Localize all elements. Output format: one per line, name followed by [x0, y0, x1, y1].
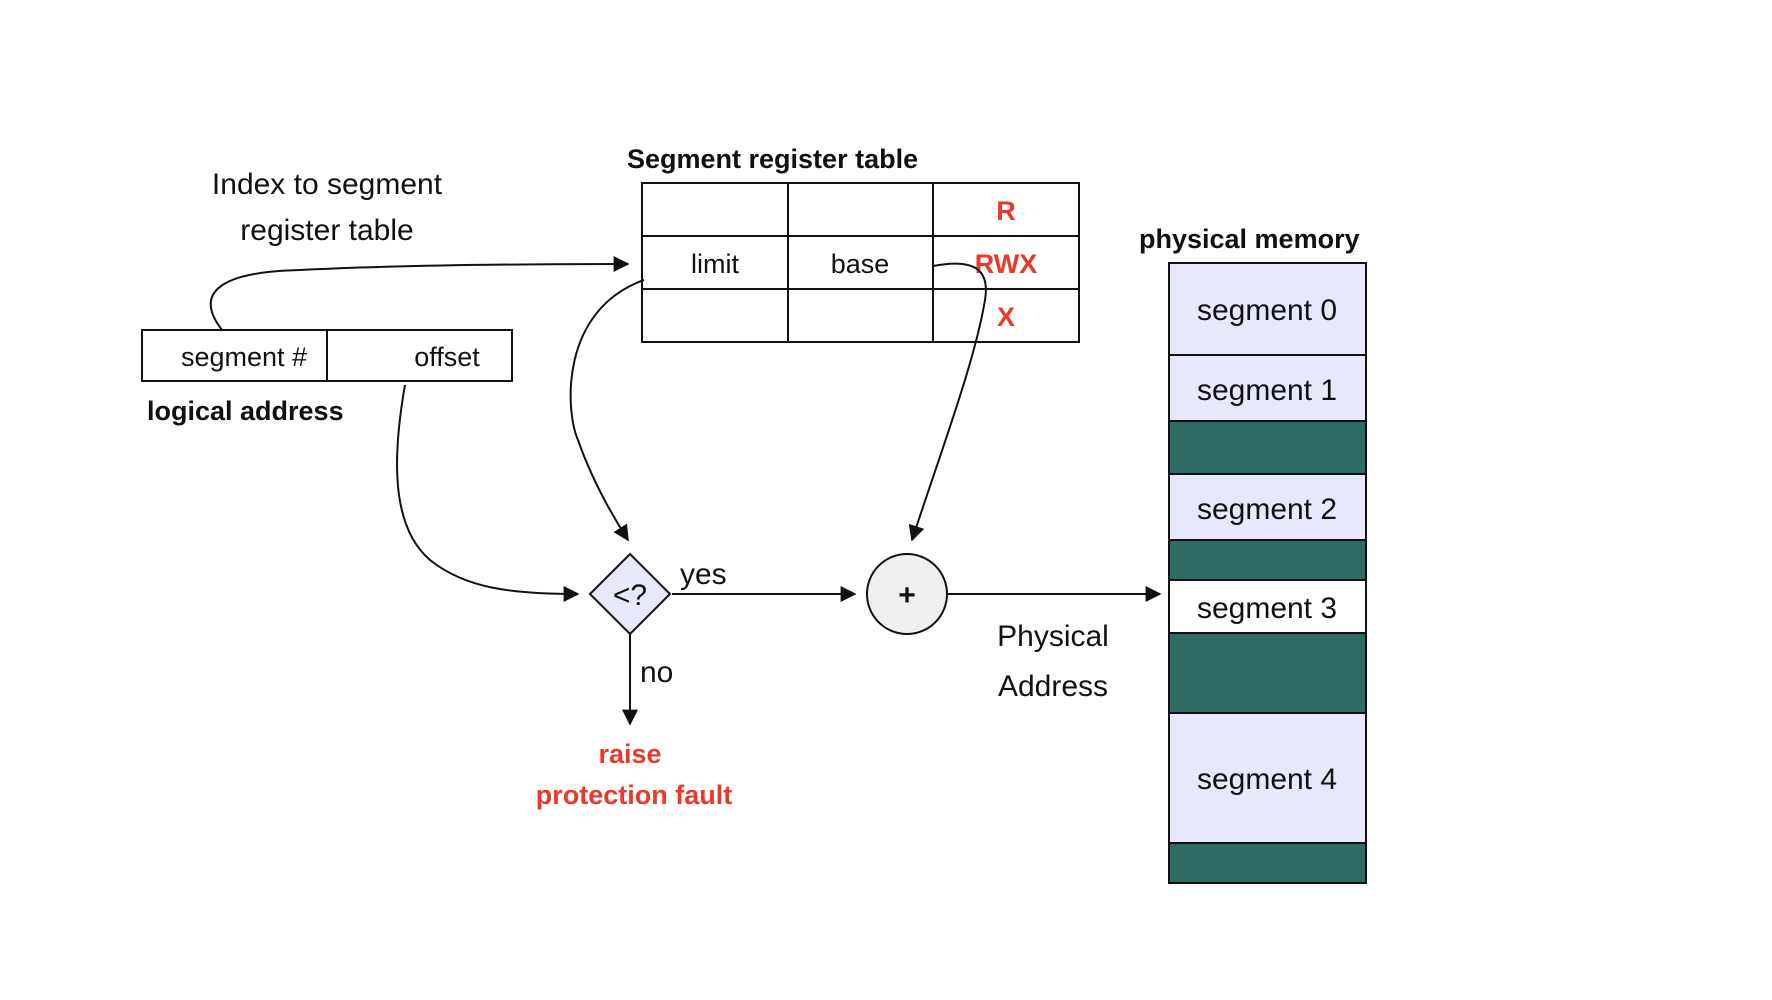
index-arrow [209, 256, 630, 331]
memory-block-segment-0 [1168, 262, 1367, 356]
memory-label-segment-4: segment 4 [1197, 763, 1337, 796]
compare-symbol: <? [613, 579, 647, 612]
memory-block: segment 3 [1168, 579, 1367, 634]
seg-table-base-text: base [831, 249, 890, 279]
memory-block: segment 1 [1168, 354, 1367, 422]
compare-node: <? [588, 552, 672, 636]
seg-table-r2-limit [641, 288, 789, 343]
seg-table-r0-base [787, 182, 934, 237]
memory-free-3 [1168, 632, 1367, 714]
memory-label-segment-1: segment 1 [1197, 374, 1337, 407]
offset-arrow [396, 384, 580, 602]
limit-arrow [569, 279, 645, 542]
index-note-line1: Index to segment [212, 168, 443, 201]
memory-block: segment 4 [1168, 712, 1367, 844]
seg-table-r2-perm [932, 288, 1080, 343]
perm-x-text: X [997, 302, 1015, 332]
seg-table-r1-perm [932, 235, 1080, 290]
index-note-line2: register table [240, 214, 413, 247]
segment-number-label: segment # [181, 342, 307, 372]
fault-line1: raise [598, 739, 661, 769]
physical-memory-title: physical memory [1139, 224, 1360, 254]
base-arrow [908, 262, 987, 542]
seg-table-limit-text: limit [691, 249, 739, 279]
no-label: no [640, 656, 673, 689]
segment-number-field [141, 329, 328, 382]
memory-free-4 [1168, 842, 1367, 884]
adder-circle [866, 553, 948, 635]
memory-label-segment-3: segment 3 [1197, 592, 1337, 625]
seg-table-r0-limit [641, 182, 789, 237]
seg-table-r2-base [787, 288, 934, 343]
memory-block-segment-3 [1168, 579, 1367, 634]
memory-free-2 [1168, 539, 1367, 581]
memory-label-segment-0: segment 0 [1197, 294, 1337, 327]
offset-label: offset [414, 342, 480, 372]
perm-rwx-text: RWX [975, 249, 1038, 279]
physical-address-line2: Address [998, 670, 1108, 703]
yes-label: yes [680, 558, 727, 591]
adder-node: + [866, 553, 948, 635]
memory-block-segment-1 [1168, 354, 1367, 422]
memory-block: segment 2 [1168, 473, 1367, 541]
memory-free-1 [1168, 420, 1367, 475]
memory-block: segment 0 [1168, 262, 1367, 356]
physical-memory-column: segment 0 segment 1 segment 2 segment 3 … [1168, 262, 1367, 884]
memory-label-segment-2: segment 2 [1197, 493, 1337, 526]
offset-field [326, 329, 513, 382]
logical-address-box: segment # offset [141, 329, 513, 382]
segment-table-title: Segment register table [627, 144, 918, 174]
compare-diamond [588, 552, 672, 636]
perm-r-text: R [996, 196, 1016, 226]
memory-block-segment-4 [1168, 712, 1367, 844]
adder-symbol: + [898, 579, 916, 612]
memory-block-segment-2 [1168, 473, 1367, 541]
fault-line2: protection fault [536, 780, 733, 810]
logical-address-title: logical address [147, 396, 344, 426]
physical-address-line1: Physical [997, 620, 1109, 653]
segment-register-table: limit base R RWX X [641, 182, 1080, 343]
